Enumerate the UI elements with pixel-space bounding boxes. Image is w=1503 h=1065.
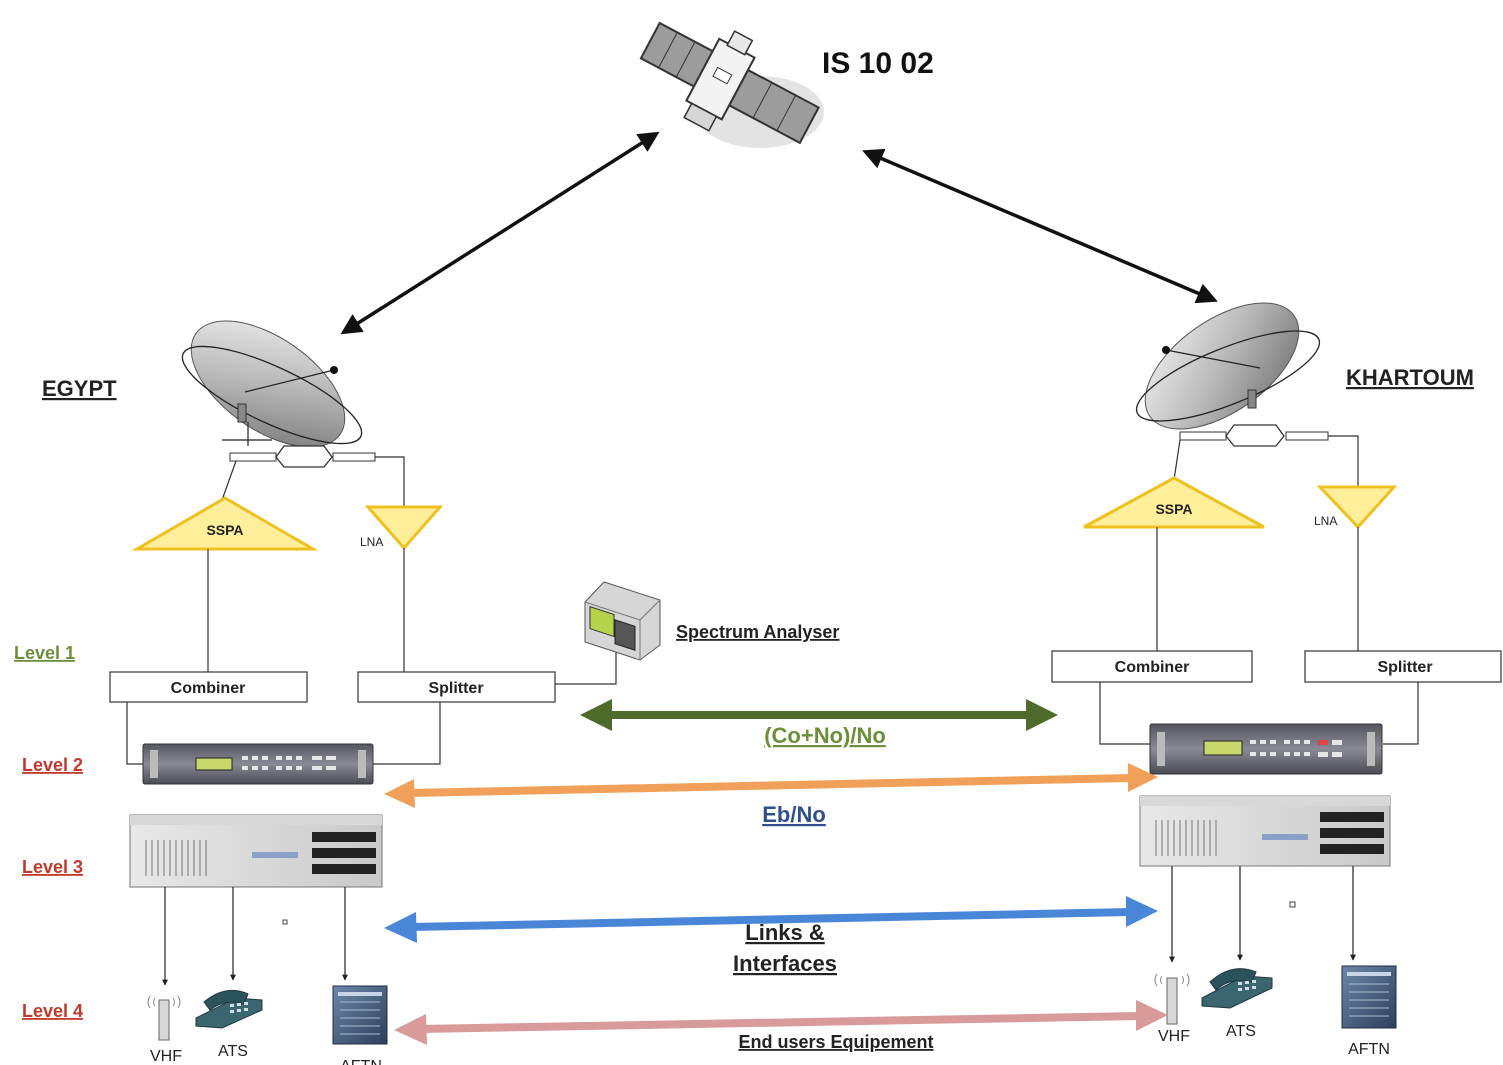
spectrum-analyser-label: Spectrum Analyser: [676, 622, 839, 642]
aftn-label: AFTN: [1348, 1041, 1390, 1058]
vhf-label: VHF: [1158, 1028, 1190, 1045]
aftn-server-icon: [1341, 965, 1397, 1029]
level-4-link-label: End users Equipement: [738, 1032, 933, 1052]
lna-label: LNA: [360, 535, 383, 549]
modem-icon: [1149, 723, 1383, 775]
dish-antenna-icon: [1135, 302, 1329, 447]
site-label-egypt: EGYPT: [42, 376, 117, 401]
level-1-link-label: (Co+No)/No: [764, 723, 886, 748]
sspa-amplifier: [131, 496, 319, 551]
aftn-label: AFTN: [340, 1058, 382, 1065]
combiner-block: [1051, 650, 1253, 683]
level-3-label: Level 3: [22, 857, 83, 877]
ats-label: ATS: [218, 1043, 248, 1060]
level-2-link-arrow: [384, 763, 1158, 808]
uplink-arrow-khartoum: [862, 148, 1218, 304]
vhf-antenna-icon: [147, 995, 181, 1041]
sspa-label: SSPA: [206, 522, 243, 538]
sspa-label: SSPA: [1155, 501, 1192, 517]
splitter-label: Splitter: [428, 680, 483, 697]
site-label-khartoum: KHARTOUM: [1346, 365, 1474, 390]
lna-amplifier: [364, 505, 444, 551]
level-3-link-label-line1: Links &: [745, 920, 825, 945]
level-1-label: Level 1: [14, 643, 75, 663]
splitter-block: [1304, 650, 1502, 683]
level-1-link-arrow: [580, 699, 1058, 731]
splitter-block: [357, 671, 556, 703]
multiplexer-icon: [129, 814, 383, 888]
satellite-label: IS 10 02: [822, 47, 934, 80]
spectrum-analyser-icon: [584, 581, 661, 661]
combiner-label: Combiner: [171, 680, 246, 697]
level-4-link-arrow: [394, 1000, 1168, 1045]
aftn-server-icon: [332, 985, 388, 1045]
vhf-label: VHF: [150, 1048, 182, 1065]
vhf-antenna-icon: [1154, 973, 1190, 1025]
ats-label: ATS: [1226, 1023, 1256, 1040]
splitter-label: Splitter: [1377, 659, 1432, 676]
modem-icon: [142, 743, 374, 785]
combiner-block: [109, 671, 308, 703]
lna-label: LNA: [1314, 514, 1337, 528]
telephone-icon: [195, 989, 263, 1029]
telephone-icon: [1201, 968, 1273, 1009]
dish-antenna-icon: [181, 320, 376, 468]
level-2-link-label: Eb/No: [762, 802, 826, 827]
uplink-arrow-egypt: [340, 131, 660, 335]
sspa-amplifier: [1083, 476, 1265, 529]
combiner-label: Combiner: [1115, 659, 1190, 676]
lna-amplifier: [1316, 485, 1398, 530]
satellite-icon: [639, 21, 824, 148]
level-4-label: Level 4: [22, 1001, 83, 1021]
level-3-link-arrow: [384, 896, 1158, 943]
level-2-label: Level 2: [22, 755, 83, 775]
multiplexer-icon: [1139, 795, 1391, 867]
level-3-link-label-line2: Interfaces: [733, 951, 837, 976]
